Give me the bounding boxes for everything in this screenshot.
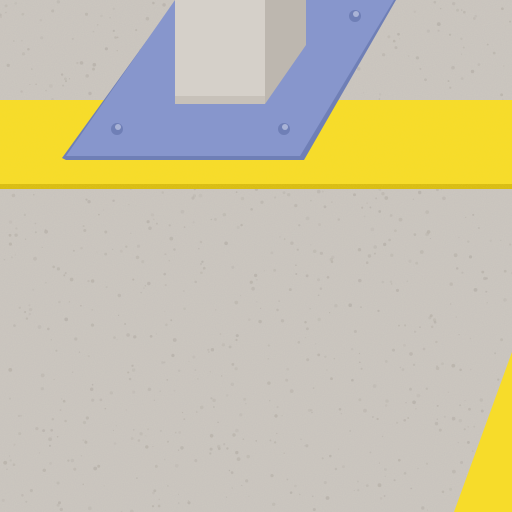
anchor-bolt <box>349 10 361 22</box>
anchor-bolt <box>278 123 290 135</box>
yellow-diagonal-stripe <box>454 352 512 512</box>
anchor-bolt <box>111 123 123 135</box>
anchor-bolts <box>111 10 361 135</box>
concrete-post <box>175 0 306 104</box>
